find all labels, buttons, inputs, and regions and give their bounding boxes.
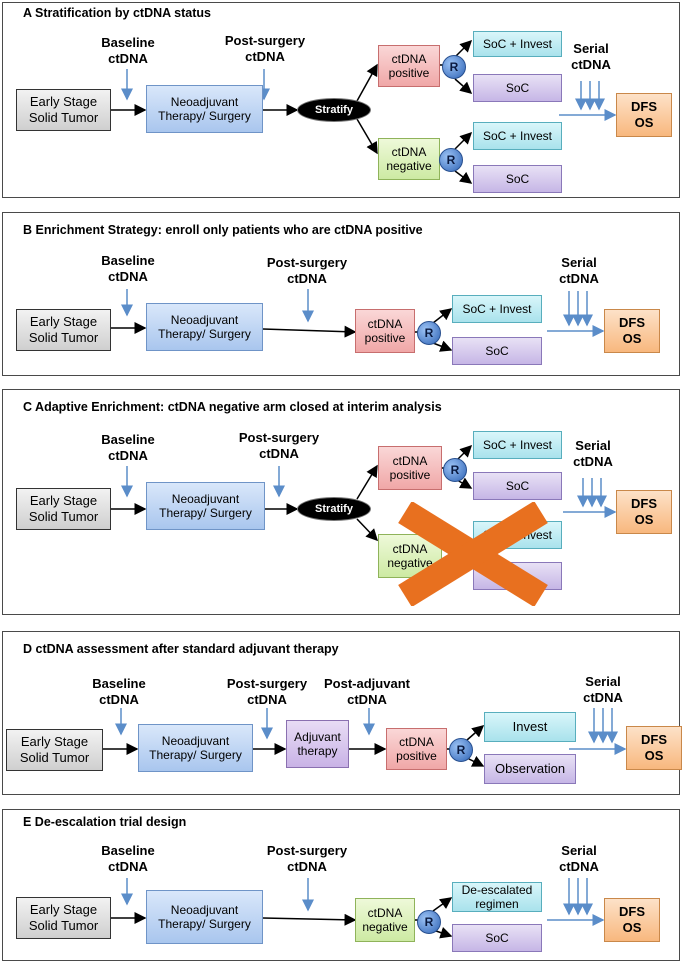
post-surgery-label: Post-surgery ctDNA xyxy=(266,255,348,286)
soc-box: SoC xyxy=(452,924,542,952)
neoadjuvant-box: Neoadjuvant Therapy/ Surgery xyxy=(138,724,253,772)
randomize-node: R xyxy=(439,148,463,172)
dfs-os-box: DFS OS xyxy=(604,309,660,353)
soc-box: SoC xyxy=(452,337,542,365)
ctdna-positive-box: ctDNA positive xyxy=(355,309,415,353)
soc-invest-box: SoC + Invest xyxy=(473,431,562,459)
baseline-label: Baseline ctDNA xyxy=(101,35,155,66)
randomize-node: R xyxy=(449,738,473,762)
invest-box: Invest xyxy=(484,712,576,742)
ctdna-positive-box: ctDNA positive xyxy=(378,45,440,87)
tumor-box: Early Stage Solid Tumor xyxy=(16,309,111,351)
serial-label: Serial ctDNA xyxy=(571,41,611,72)
soc-invest-box: SoC + Invest xyxy=(452,295,542,323)
de-escalated-regimen-box: De-escalated regimen xyxy=(452,882,542,912)
stratify-node: Stratify xyxy=(297,497,371,521)
soc-box: SoC xyxy=(473,165,562,193)
post-surgery-label: Post-surgery ctDNA xyxy=(238,430,320,461)
soc-invest-box: SoC + Invest xyxy=(473,122,562,150)
tumor-box: Early Stage Solid Tumor xyxy=(16,488,111,530)
soc-box: SoC xyxy=(473,472,562,500)
tumor-box: Early Stage Solid Tumor xyxy=(16,897,111,939)
baseline-label: Baseline ctDNA xyxy=(101,253,155,284)
panel-a: A Stratification by ctDNA status Baselin… xyxy=(2,2,680,198)
panel-b-title: B Enrichment Strategy: enroll only patie… xyxy=(23,223,423,237)
baseline-label: Baseline ctDNA xyxy=(92,676,146,707)
dfs-os-box: DFS OS xyxy=(616,93,672,137)
panel-e-title: E De-escalation trial design xyxy=(23,815,187,829)
randomize-node: R xyxy=(417,910,441,934)
observation-box: Observation xyxy=(484,754,576,784)
randomize-node: R xyxy=(443,458,467,482)
dfs-os-box: DFS OS xyxy=(626,726,682,770)
panel-c-arrows xyxy=(111,444,617,542)
stratify-node: Stratify xyxy=(297,98,371,122)
panel-e: E De-escalation trial design Baseline ct… xyxy=(2,809,680,961)
post-adjuvant-label: Post-adjuvant ctDNA xyxy=(324,676,410,707)
soc-box: SoC xyxy=(473,74,562,102)
panel-e-arrows xyxy=(111,878,605,939)
post-surgery-label: Post-surgery ctDNA xyxy=(226,676,308,707)
neoadjuvant-box: Neoadjuvant Therapy/ Surgery xyxy=(146,482,265,530)
randomize-node: R xyxy=(442,55,466,79)
neoadjuvant-box: Neoadjuvant Therapy/ Surgery xyxy=(146,890,263,944)
neoadjuvant-box: Neoadjuvant Therapy/ Surgery xyxy=(146,303,263,351)
tumor-box: Early Stage Solid Tumor xyxy=(6,729,103,771)
panel-b-arrows xyxy=(111,289,605,352)
serial-label: Serial ctDNA xyxy=(559,843,599,874)
panel-d-arrows xyxy=(103,708,627,767)
closed-arm-cross-icon xyxy=(398,502,548,606)
ctdna-positive-box: ctDNA positive xyxy=(386,728,447,770)
post-surgery-label: Post-surgery ctDNA xyxy=(266,843,348,874)
serial-label: Serial ctDNA xyxy=(573,438,613,469)
panel-c-title: C Adaptive Enrichment: ctDNA negative ar… xyxy=(23,400,442,414)
panel-b: B Enrichment Strategy: enroll only patie… xyxy=(2,212,680,376)
serial-label: Serial ctDNA xyxy=(583,674,623,705)
panel-a-arrows xyxy=(111,39,617,184)
ctdna-negative-box: ctDNA negative xyxy=(378,138,440,180)
serial-label: Serial ctDNA xyxy=(559,255,599,286)
panel-d: D ctDNA assessment after standard adjuva… xyxy=(2,631,682,795)
post-surgery-label: Post-surgery ctDNA xyxy=(224,33,306,64)
panel-c: C Adaptive Enrichment: ctDNA negative ar… xyxy=(2,389,680,615)
dfs-os-box: DFS OS xyxy=(616,490,672,534)
baseline-label: Baseline ctDNA xyxy=(101,843,155,874)
randomize-node: R xyxy=(417,321,441,345)
ctdna-positive-box: ctDNA positive xyxy=(378,446,442,490)
baseline-label: Baseline ctDNA xyxy=(101,432,155,463)
dfs-os-box: DFS OS xyxy=(604,898,660,942)
neoadjuvant-box: Neoadjuvant Therapy/ Surgery xyxy=(146,85,263,133)
panel-a-title: A Stratification by ctDNA status xyxy=(23,6,211,20)
soc-invest-box: SoC + Invest xyxy=(473,31,562,57)
tumor-box: Early Stage Solid Tumor xyxy=(16,89,111,131)
ctdna-negative-box: ctDNA negative xyxy=(355,898,415,942)
adjuvant-therapy-box: Adjuvant therapy xyxy=(286,720,349,768)
panel-d-title: D ctDNA assessment after standard adjuva… xyxy=(23,642,339,656)
